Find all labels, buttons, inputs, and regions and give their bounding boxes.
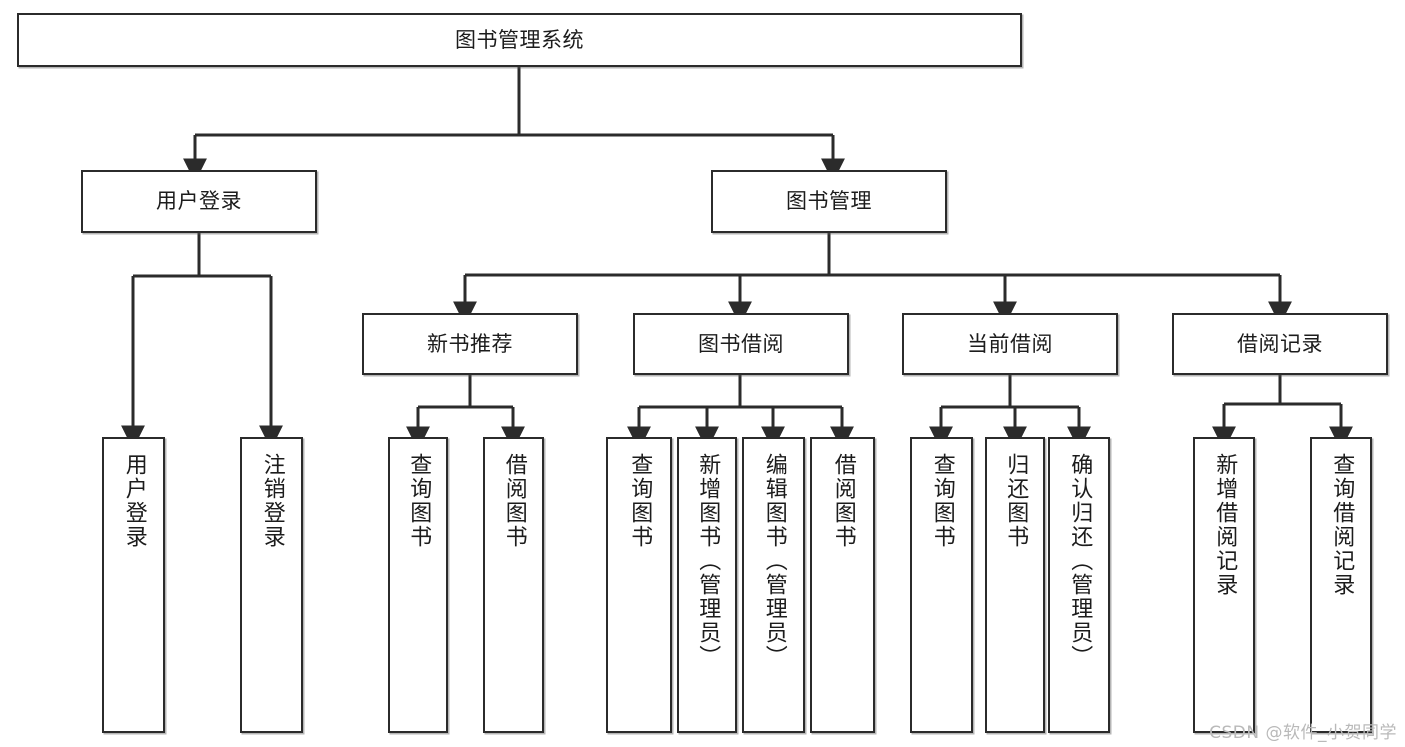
node-leaf-borrow-book-rec[interactable]: 借阅图书 bbox=[483, 437, 544, 733]
node-leaf-logout[interactable]: 注销登录 bbox=[240, 437, 303, 733]
node-leaf-return-book[interactable]: 归还图书 bbox=[985, 437, 1045, 733]
node-borrow-record[interactable]: 借阅记录 bbox=[1172, 313, 1388, 375]
node-leaf-user-login[interactable]: 用户登录 bbox=[102, 437, 165, 733]
node-leaf-confirm-return[interactable]: 确认归还（管理员） bbox=[1048, 437, 1110, 733]
node-label: 借阅记录 bbox=[1237, 331, 1323, 356]
node-label: 注销登录 bbox=[259, 453, 285, 549]
node-label: 新增图书（管理员） bbox=[695, 453, 721, 669]
node-label: 用户登录 bbox=[156, 189, 242, 214]
node-label: 查询图书 bbox=[627, 453, 653, 549]
node-label: 查询图书 bbox=[929, 453, 955, 549]
node-leaf-add-book[interactable]: 新增图书（管理员） bbox=[677, 437, 737, 733]
node-label: 查询图书 bbox=[406, 453, 432, 549]
node-label: 归还图书 bbox=[1003, 453, 1029, 549]
csdn-watermark: CSDN @软件_小贺同学 bbox=[1209, 723, 1397, 743]
node-leaf-query-record[interactable]: 查询借阅记录 bbox=[1310, 437, 1372, 733]
node-label: 当前借阅 bbox=[967, 331, 1053, 356]
node-label: 新书推荐 bbox=[427, 331, 513, 356]
node-label: 确认归还（管理员） bbox=[1067, 453, 1093, 669]
node-label: 图书管理系统 bbox=[455, 27, 584, 52]
node-leaf-borrow-book-bor[interactable]: 借阅图书 bbox=[810, 437, 875, 733]
node-label: 查询借阅记录 bbox=[1329, 453, 1355, 597]
node-label: 借阅图书 bbox=[830, 453, 856, 549]
node-current-borrow[interactable]: 当前借阅 bbox=[902, 313, 1118, 375]
node-leaf-add-record[interactable]: 新增借阅记录 bbox=[1193, 437, 1255, 733]
node-label: 编辑图书（管理员） bbox=[761, 453, 787, 669]
node-label: 借阅图书 bbox=[501, 453, 527, 549]
node-new-book-rec[interactable]: 新书推荐 bbox=[362, 313, 578, 375]
node-user-login[interactable]: 用户登录 bbox=[81, 170, 317, 233]
node-leaf-edit-book[interactable]: 编辑图书（管理员） bbox=[742, 437, 805, 733]
node-label: 新增借阅记录 bbox=[1212, 453, 1238, 597]
node-leaf-query-book-rec[interactable]: 查询图书 bbox=[388, 437, 448, 733]
node-label: 用户登录 bbox=[121, 453, 147, 549]
node-label: 图书借阅 bbox=[698, 331, 784, 356]
node-leaf-query-book-bor[interactable]: 查询图书 bbox=[606, 437, 672, 733]
node-label: 图书管理 bbox=[786, 189, 872, 214]
node-book-manage[interactable]: 图书管理 bbox=[711, 170, 947, 233]
node-root[interactable]: 图书管理系统 bbox=[17, 13, 1022, 67]
node-leaf-query-book-cur[interactable]: 查询图书 bbox=[910, 437, 973, 733]
node-book-borrow[interactable]: 图书借阅 bbox=[633, 313, 849, 375]
